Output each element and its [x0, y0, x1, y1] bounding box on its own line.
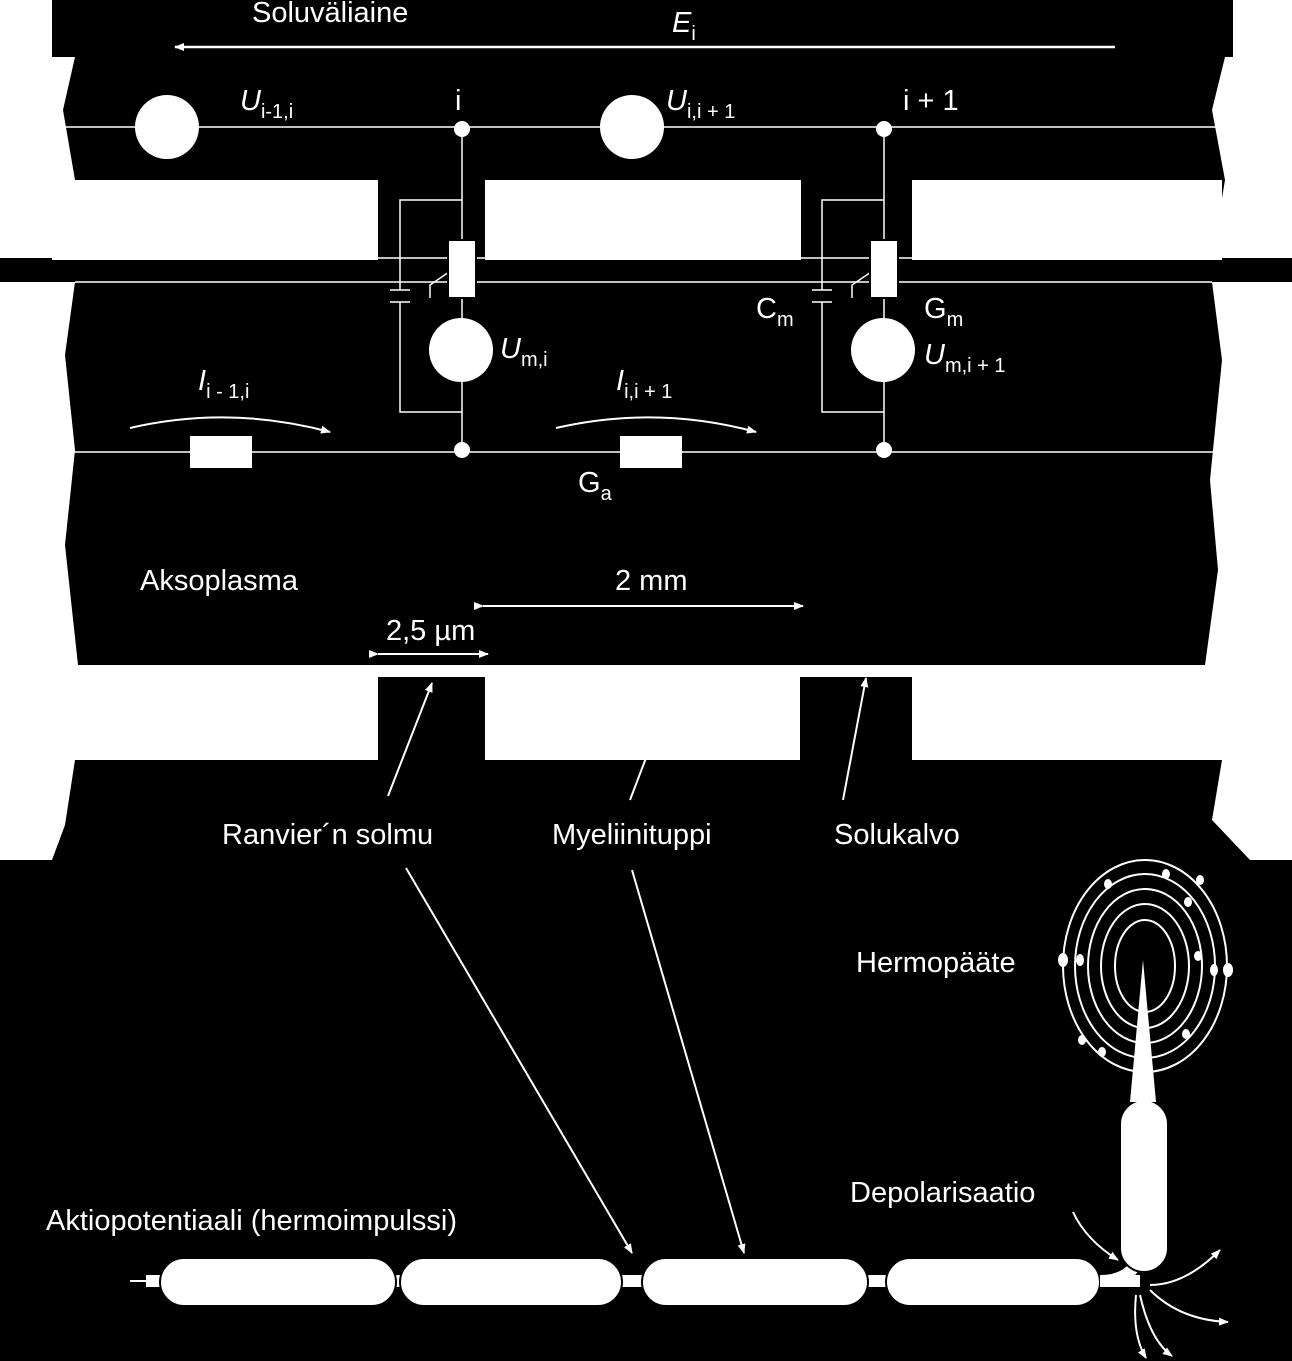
membrane-source-i1 [851, 318, 915, 382]
label-depolarization: Depolarisaatio [850, 1177, 1035, 1209]
label-myelin-sheath: Myeliinituppi [552, 819, 712, 851]
axial-resistor-prev [190, 436, 252, 468]
membrane-conductance-i [447, 239, 477, 299]
axon-overview [130, 960, 1169, 1307]
label-ranvier-node: Ranvier´n solmu [222, 819, 433, 851]
voltage-source-next [600, 95, 664, 159]
label-node-width: 2,5 µm [386, 615, 475, 647]
label-gm: Gm [924, 293, 963, 331]
margin-right-axoplasm [1205, 282, 1292, 665]
leader-membrane [842, 677, 869, 801]
label-um-i1: Um,i + 1 [924, 339, 1006, 377]
myelin-segment-vertical [1119, 1099, 1169, 1273]
label-cell-membrane: Solukalvo [834, 819, 960, 851]
label-um-i: Um,i [500, 333, 548, 371]
node-circuit-i [390, 137, 493, 442]
label-node-i: i [455, 85, 461, 117]
axial-resistor-next [620, 436, 682, 468]
node-dot-i-bottom [454, 442, 470, 458]
membrane-lines [75, 257, 1212, 283]
membrane-source-i [429, 318, 493, 382]
current-arrow-prev [129, 416, 331, 434]
label-extracellular: Soluväliaine [252, 0, 408, 29]
myelin-segment-3 [641, 1257, 869, 1307]
axon-tip [1130, 960, 1156, 1102]
label-internode-length: 2 mm [615, 565, 688, 597]
label-ga: Ga [578, 467, 613, 505]
label-axoplasm: Aksoplasma [140, 565, 299, 597]
margin-right-upper [1212, 0, 1292, 258]
myelin-right [912, 180, 1222, 260]
label-cm: Cm [756, 293, 794, 331]
nerve-ending-dots [1058, 869, 1233, 1057]
page-margins [0, 0, 1292, 860]
leader-myelin [629, 757, 647, 801]
label-u-prev: Ui-1,i [240, 85, 293, 123]
label-field: Ei [672, 7, 696, 45]
leader-ranvier [387, 682, 433, 797]
voltage-source-prev [135, 95, 199, 159]
myelin-segment-4 [885, 1257, 1101, 1307]
myelin-left [52, 180, 378, 260]
node-dot-i-top [454, 121, 470, 137]
label-action-potential: Aktiopotentiaali (hermoimpulssi) [46, 1205, 457, 1237]
label-u-next: Ui,i + 1 [666, 85, 735, 123]
node-circuit-i1 [812, 137, 915, 442]
myelin-middle [485, 180, 801, 260]
myelin-segment-1 [159, 1257, 397, 1307]
current-arrow-next [555, 416, 757, 434]
label-nerve-ending: Hermopääte [856, 947, 1016, 979]
membrane-conductance-i1 [869, 239, 899, 299]
node-dot-i1-bottom [876, 442, 892, 458]
leader-depolarization [1072, 1211, 1119, 1261]
lower-sheath-band [0, 665, 1292, 860]
label-current-prev: Ii - 1,i [198, 365, 249, 403]
node-dot-i1-top [876, 121, 892, 137]
leader-myelin-lower [631, 869, 746, 1254]
myelin-segment-2 [399, 1257, 623, 1307]
leader-ranvier-lower [405, 867, 633, 1254]
label-current-next: Ii,i + 1 [616, 365, 672, 403]
margin-left-axoplasm [0, 282, 78, 665]
label-node-i1: i + 1 [903, 85, 959, 117]
ion-flow-arrows [1134, 1249, 1229, 1359]
